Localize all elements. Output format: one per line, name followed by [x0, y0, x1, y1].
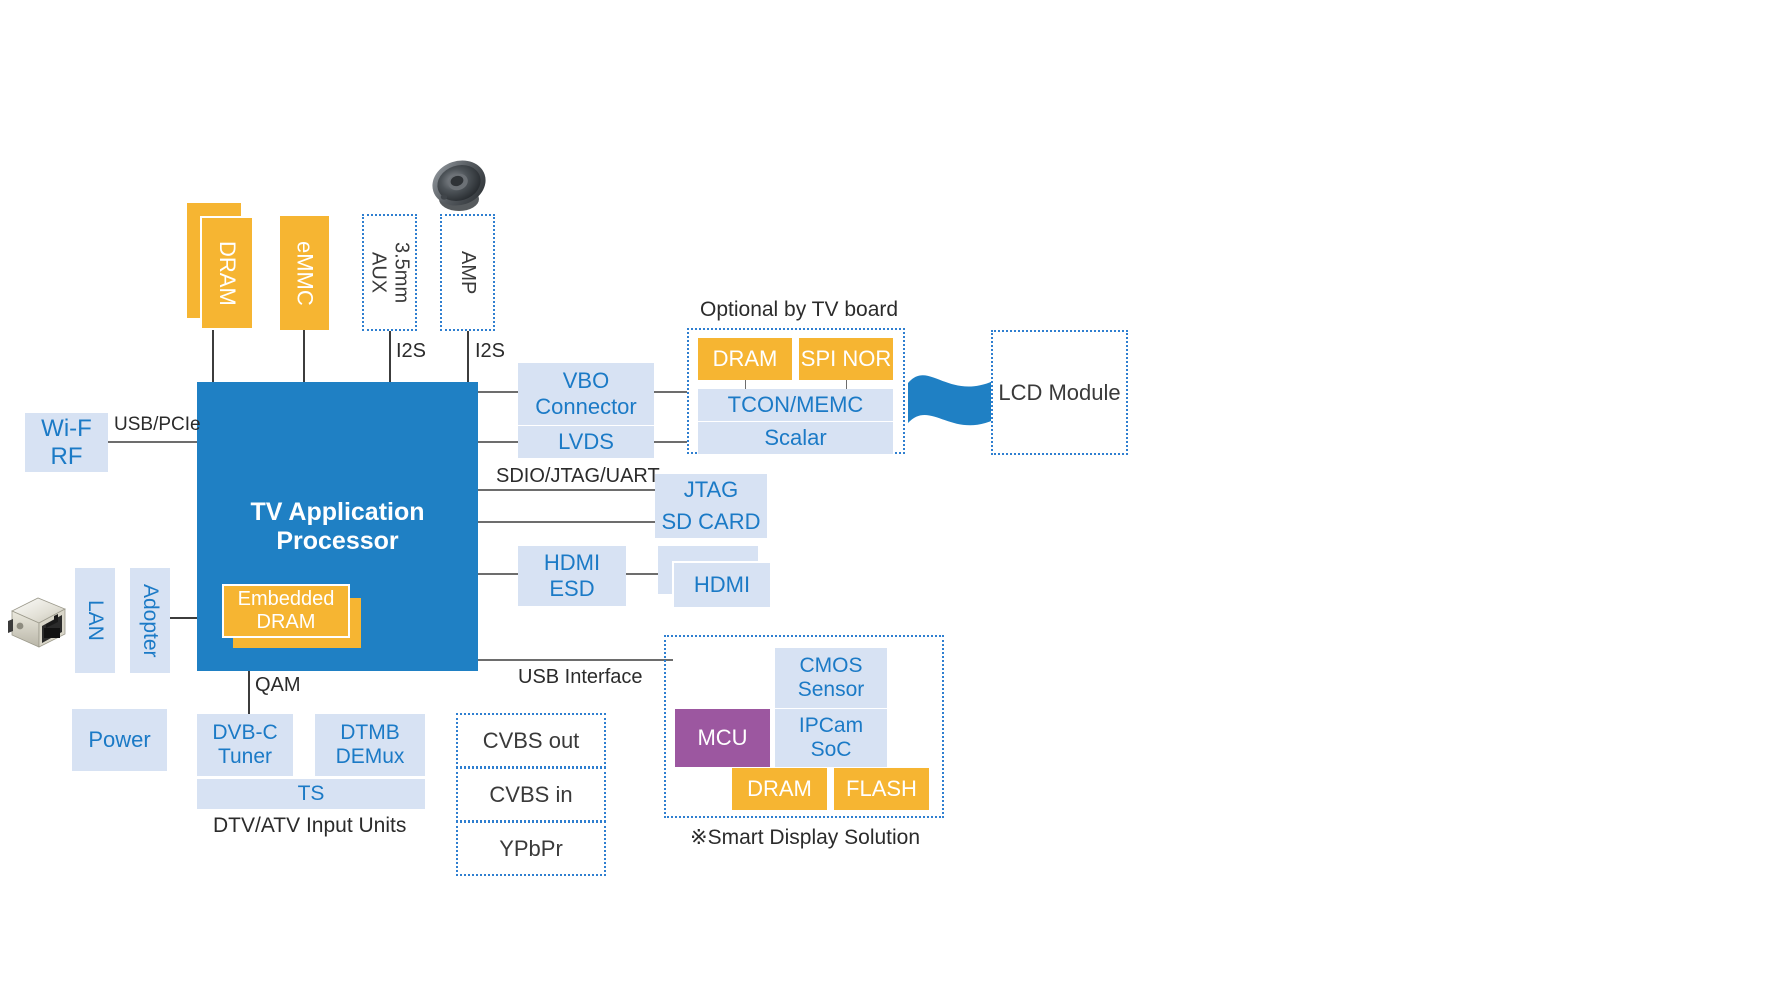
block-power[interactable]: Power — [72, 709, 167, 771]
line-aux-to-soc — [389, 331, 391, 382]
block-scalar[interactable]: Scalar — [698, 422, 893, 454]
line-dram-to-soc — [212, 330, 214, 382]
block-wifi-rf[interactable]: Wi-F RF — [25, 413, 108, 472]
block-spi-nor[interactable]: SPI NOR — [799, 338, 893, 380]
line-vbo-to-tcon — [654, 391, 687, 393]
block-ypbpr[interactable]: YPbPr — [456, 821, 606, 876]
block-hdmi-esd[interactable]: HDMI ESD — [518, 546, 626, 606]
block-adopter[interactable]: Adopter — [130, 568, 170, 673]
line-hdmi-esd-to-hdmi — [626, 573, 658, 575]
line-emmc-to-soc — [303, 330, 305, 382]
line-soc-to-tuner — [248, 671, 250, 714]
bus-label-usb-interface: USB Interface — [518, 666, 643, 688]
block-jtag[interactable]: JTAG — [655, 474, 767, 506]
line-soc-to-usb — [478, 659, 673, 661]
bus-label-i2s-amp: I2S — [475, 340, 506, 362]
group-smart-display-solution — [664, 635, 944, 818]
bus-label-i2s-aux: I2S — [396, 340, 427, 362]
block-cvbs-in[interactable]: CVBS in — [456, 767, 606, 822]
caption-optional-tv-board: Optional by TV board — [700, 298, 899, 321]
line-amp-to-soc — [467, 331, 469, 382]
line-soc-to-jtag — [478, 489, 655, 491]
block-sd-card[interactable]: SD CARD — [655, 506, 767, 538]
block-hdmi[interactable]: HDMI — [672, 561, 772, 609]
line-spinor-to-tcon — [846, 380, 848, 390]
bus-label-qam: QAM — [255, 674, 301, 696]
block-cmos-sensor[interactable]: CMOS Sensor — [775, 648, 887, 708]
flex-cable-icon — [908, 363, 1003, 433]
block-cvbs-out[interactable]: CVBS out — [456, 713, 606, 768]
block-tcon-memc[interactable]: TCON/MEMC — [698, 389, 893, 421]
block-emmc[interactable]: eMMC — [280, 216, 329, 330]
caption-dtv-atv-units: DTV/ATV Input Units — [213, 814, 407, 837]
rj45-jack-icon — [8, 595, 68, 653]
line-soc-to-vbo — [478, 391, 518, 393]
block-dtmb-demux[interactable]: DTMB DEMux — [315, 714, 425, 776]
line-soc-to-sdcard — [478, 521, 655, 523]
block-aux-35mm[interactable]: 3.5mm AUX — [362, 214, 417, 331]
line-wifi-to-soc — [108, 441, 197, 443]
line-dram-to-tcon — [745, 380, 747, 390]
block-lcd-module[interactable]: LCD Module — [991, 330, 1128, 455]
bus-label-sdio-jtag-uart: SDIO/JTAG/UART — [496, 465, 660, 487]
block-lan[interactable]: LAN — [75, 568, 115, 673]
block-tcon-dram[interactable]: DRAM — [698, 338, 792, 380]
block-dvbc-tuner[interactable]: DVB-C Tuner — [197, 714, 293, 776]
line-adopter-to-soc — [170, 617, 197, 619]
block-vbo-connector[interactable]: VBO Connector — [518, 363, 654, 425]
block-sds-dram[interactable]: DRAM — [732, 768, 827, 810]
line-lvds-to-tcon — [654, 441, 687, 443]
block-ts[interactable]: TS — [197, 779, 425, 809]
block-sds-flash[interactable]: FLASH — [834, 768, 929, 810]
caption-smart-display-solution: ※Smart Display Solution — [690, 826, 921, 849]
block-lvds[interactable]: LVDS — [518, 426, 654, 458]
block-amp[interactable]: AMP — [440, 214, 495, 331]
line-soc-to-hdmi-esd — [478, 573, 518, 575]
speaker-icon — [428, 155, 490, 217]
block-mcu[interactable]: MCU — [675, 709, 770, 767]
block-dram-top[interactable]: DRAM — [200, 216, 254, 330]
block-ipcam-soc[interactable]: IPCam SoC — [775, 709, 887, 767]
line-soc-to-lvds — [478, 441, 518, 443]
bus-label-usb-pcie: USB/PCIe — [114, 414, 201, 435]
block-embedded-dram[interactable]: Embedded DRAM — [222, 584, 350, 638]
